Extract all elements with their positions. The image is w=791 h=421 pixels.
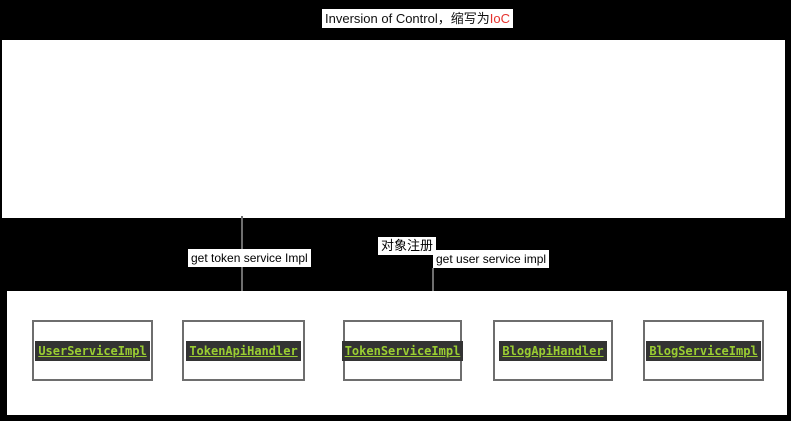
class-name-label: UserServiceImpl (35, 340, 150, 361)
class-name-label: TokenApiHandler (186, 340, 301, 361)
connector-label-get-user: get user service impl (433, 250, 550, 268)
page-title: Inversion of Control，缩写为IoC (322, 9, 513, 28)
title-text: Inversion of Control，缩写为 (325, 11, 490, 26)
connector-label-get-token: get token service Impl (188, 249, 311, 267)
connector-label-object-register: 对象注册 (378, 237, 437, 255)
class-name-label: BlogServiceImpl (646, 340, 761, 361)
class-name-label: BlogApiHandler (499, 340, 607, 361)
title-ioc-highlight: IoC (489, 11, 510, 26)
class-box-blog-api-handler: BlogApiHandler (493, 320, 613, 381)
class-box-token-service-impl: TokenServiceImpl (341, 320, 464, 381)
whiteboard-area (2, 40, 785, 218)
connector-line-token (241, 216, 243, 320)
class-box-blog-service-impl: BlogServiceImpl (643, 320, 764, 381)
class-name-label: TokenServiceImpl (341, 340, 464, 361)
class-box-user-service-impl: UserServiceImpl (32, 320, 153, 381)
class-box-token-api-handler: TokenApiHandler (182, 320, 305, 381)
